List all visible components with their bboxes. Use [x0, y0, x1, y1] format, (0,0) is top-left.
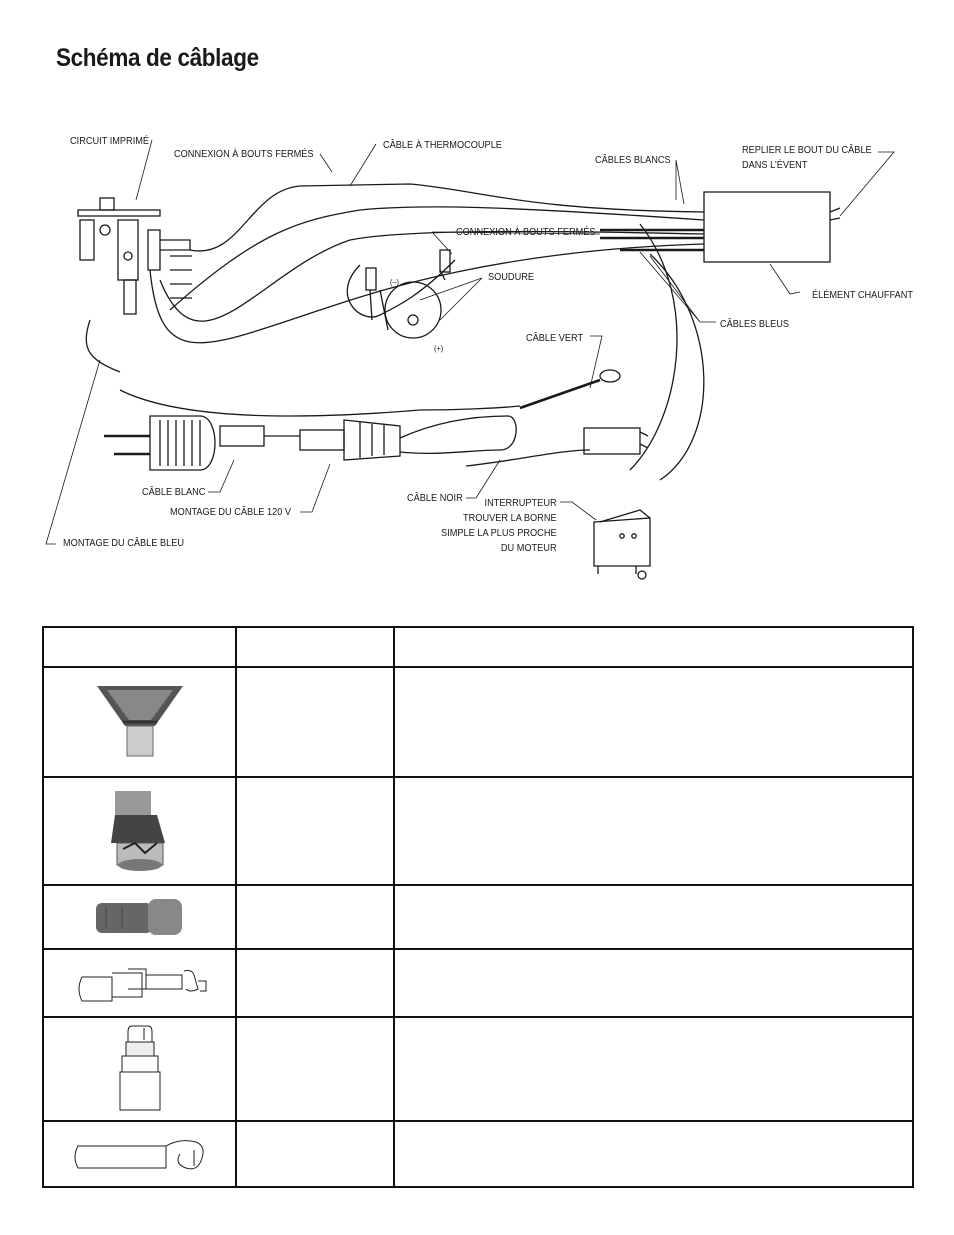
- spoon-reflector-icon: [74, 1140, 204, 1170]
- label-cable-thermocouple: CÂBLE À THERMOCOUPLE: [383, 140, 502, 151]
- rocker-switch: [593, 509, 651, 580]
- page-title: Schéma de câblage: [56, 44, 259, 72]
- label-cables-blancs: CÂBLES BLANCS: [595, 155, 671, 166]
- header-name: [235, 626, 395, 668]
- wiring-diagram: CIRCUIT IMPRIMÉ CONNEXION À BOUTS FERMÉS…: [0, 120, 954, 600]
- label-soudure: SOUDURE: [488, 272, 535, 283]
- plug: [104, 415, 265, 471]
- label-connexion-bouts-fermes-2: CONNEXION À BOUTS FERMÉS: [456, 227, 596, 238]
- part-description: [393, 948, 914, 1018]
- cone-nozzle-icon: [119, 1025, 160, 1111]
- part-name: [235, 884, 395, 950]
- label-cable-blanc: CÂBLE BLANC: [142, 487, 206, 498]
- part-name: [235, 666, 395, 778]
- label-interrupteur-line2: TROUVER LA BORNE: [463, 513, 557, 524]
- label-replier-line2: DANS L’ÉVENT: [742, 160, 808, 171]
- part-image-cell: [42, 666, 237, 778]
- part-image-cell: [42, 1016, 237, 1122]
- wiring-drawing: [45, 139, 895, 580]
- deflector-nozzle-icon: [96, 686, 183, 757]
- part-image-cell: [42, 948, 237, 1018]
- label-minus: (–): [390, 278, 399, 287]
- label-montage-cable-120v: MONTAGE DU CÂBLE 120 V: [170, 507, 292, 518]
- part-description: [393, 1120, 914, 1188]
- part-name: [235, 948, 395, 1018]
- label-interrupteur-line3: SIMPLE LA PLUS PROCHE: [441, 528, 557, 539]
- reflector-nozzle-icon: [110, 791, 165, 871]
- table-row: [42, 1120, 914, 1188]
- glass-protector-nozzle-icon: [78, 968, 206, 1002]
- part-name: [235, 1016, 395, 1122]
- circuit-board: [77, 197, 192, 315]
- part-image-cell: [42, 884, 237, 950]
- label-replier-line1: REPLIER LE BOUT DU CÂBLE: [742, 145, 872, 156]
- label-montage-cable-bleu: MONTAGE DU CÂBLE BLEU: [63, 538, 184, 549]
- label-interrupteur-line4: DU MOTEUR: [501, 543, 557, 554]
- table-header-row: [42, 626, 914, 668]
- header-description: [393, 626, 914, 668]
- part-image-cell: [42, 1120, 237, 1188]
- parts-table: [42, 626, 914, 1188]
- part-image-cell: [42, 776, 237, 886]
- part-description: [393, 1016, 914, 1122]
- label-plus: (+): [434, 344, 444, 353]
- label-connexion-bouts-fermes-1: CONNEXION À BOUTS FERMÉS: [174, 149, 314, 160]
- label-cable-noir: CÂBLE NOIR: [407, 493, 463, 504]
- heating-element: [703, 191, 841, 263]
- table-row: [42, 666, 914, 778]
- table-row: [42, 948, 914, 1018]
- label-interrupteur: INTERRUPTEUR TROUVER LA BORNE SIMPLE LA …: [441, 496, 557, 556]
- part-name: [235, 776, 395, 886]
- table-row: [42, 776, 914, 886]
- label-cables-bleus: CÂBLES BLEUS: [720, 319, 790, 330]
- label-cable-vert: CÂBLE VERT: [526, 333, 584, 344]
- label-element-chauffant: ÉLÉMENT CHAUFFANT: [812, 290, 914, 301]
- part-description: [393, 776, 914, 886]
- table-row: [42, 884, 914, 950]
- label-interrupteur-line1: INTERRUPTEUR: [484, 498, 557, 509]
- part-description: [393, 666, 914, 778]
- header-image: [42, 626, 237, 668]
- part-description: [393, 884, 914, 950]
- label-circuit-imprime: CIRCUIT IMPRIMÉ: [70, 136, 150, 147]
- reducer-nozzle-icon: [95, 899, 182, 935]
- table-row: [42, 1016, 914, 1122]
- part-name: [235, 1120, 395, 1188]
